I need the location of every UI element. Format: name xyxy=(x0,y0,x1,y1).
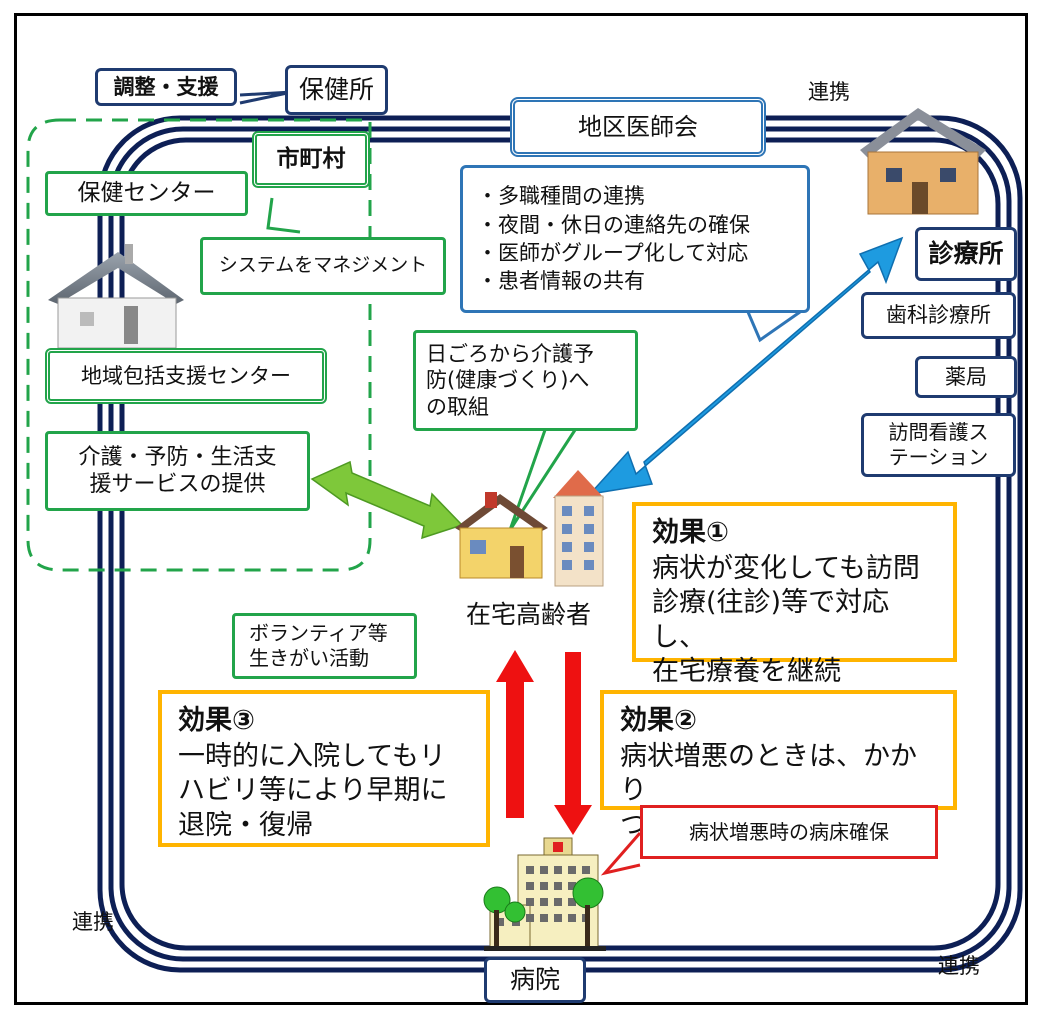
renkei-top-label: 連携 xyxy=(808,80,850,104)
shichoson-label: 市町村 xyxy=(252,131,370,188)
effect-2-title: 効果② xyxy=(620,705,697,736)
effect-3-text: 一時的に入院してもリ ハビリ等により早期に 退院・復帰 xyxy=(178,740,448,841)
byosho-kakuho-callout: 病状増悪時の病床確保 xyxy=(640,805,938,859)
effect-3-title: 効果③ xyxy=(178,705,255,736)
hospital-icon xyxy=(483,837,606,951)
apartment-icon xyxy=(553,470,604,587)
effect-1-text: 病状が変化しても訪問 診療(往診)等で対応し、 在宅療養を継続 xyxy=(652,552,920,688)
hoken-center-label: 保健センター xyxy=(45,171,248,216)
callout-tail-renkei xyxy=(746,310,801,343)
chiiki-houkatsu-label: 地域包括支援センター xyxy=(45,348,327,404)
chiku-ishikai-label: 地区医師会 xyxy=(510,97,766,157)
house-icon xyxy=(48,244,184,349)
zaitaku-house-icon xyxy=(455,492,548,579)
shika-shinryojo-label: 歯科診療所 xyxy=(861,292,1016,339)
renkei-left-label: 連携 xyxy=(72,910,114,934)
effect-1-title: 効果① xyxy=(652,517,729,548)
effect-3-box: 効果③ 一時的に入院してもリ ハビリ等により早期に 退院・復帰 xyxy=(158,690,490,847)
green-double-arrow xyxy=(310,460,464,540)
shinryojo-label: 診療所 xyxy=(915,227,1017,281)
red-down-arrow xyxy=(554,652,592,835)
effect-2-box: 効果② 病状増悪のときは、かかり つけ医の判断等で入院 xyxy=(600,690,957,841)
higoro-kaigo-callout: 日ごろから介護予 防(健康づくり)へ の取組 xyxy=(413,330,638,431)
red-up-arrow xyxy=(496,650,534,818)
hokenjo-label: 保健所 xyxy=(285,65,388,115)
byouin-label: 病院 xyxy=(484,957,586,1003)
renkei-points-callout: ・多職種間の連携 ・夜間・休日の連絡先の確保 ・医師がグループ化して対応 ・患者… xyxy=(460,165,810,313)
houmon-kango-label: 訪問看護ス テーション xyxy=(861,413,1016,477)
community-dashed-area xyxy=(26,118,372,572)
effect-1-box: 効果① 病状が変化しても訪問 診療(往診)等で対応し、 在宅療養を継続 xyxy=(632,502,957,687)
callout-tail-byosho xyxy=(600,832,642,876)
zaitaku-koureisha-label: 在宅高齢者 xyxy=(466,600,592,629)
kaigo-service-label: 介護・予防・生活支 援サービスの提供 xyxy=(45,431,310,511)
volunteer-label: ボランティア等 生きがい活動 xyxy=(232,613,417,679)
blue-double-arrow xyxy=(588,236,904,496)
clinic-house-icon xyxy=(860,108,986,215)
chosei-shien-label: 調整・支援 xyxy=(95,68,237,106)
yakkyoku-label: 薬局 xyxy=(915,356,1017,398)
diagram-frame xyxy=(14,13,1028,1005)
renkei-right-label: 連携 xyxy=(938,954,980,978)
callout-tail-system xyxy=(266,197,301,234)
system-management-label: システムをマネジメント xyxy=(200,237,446,295)
